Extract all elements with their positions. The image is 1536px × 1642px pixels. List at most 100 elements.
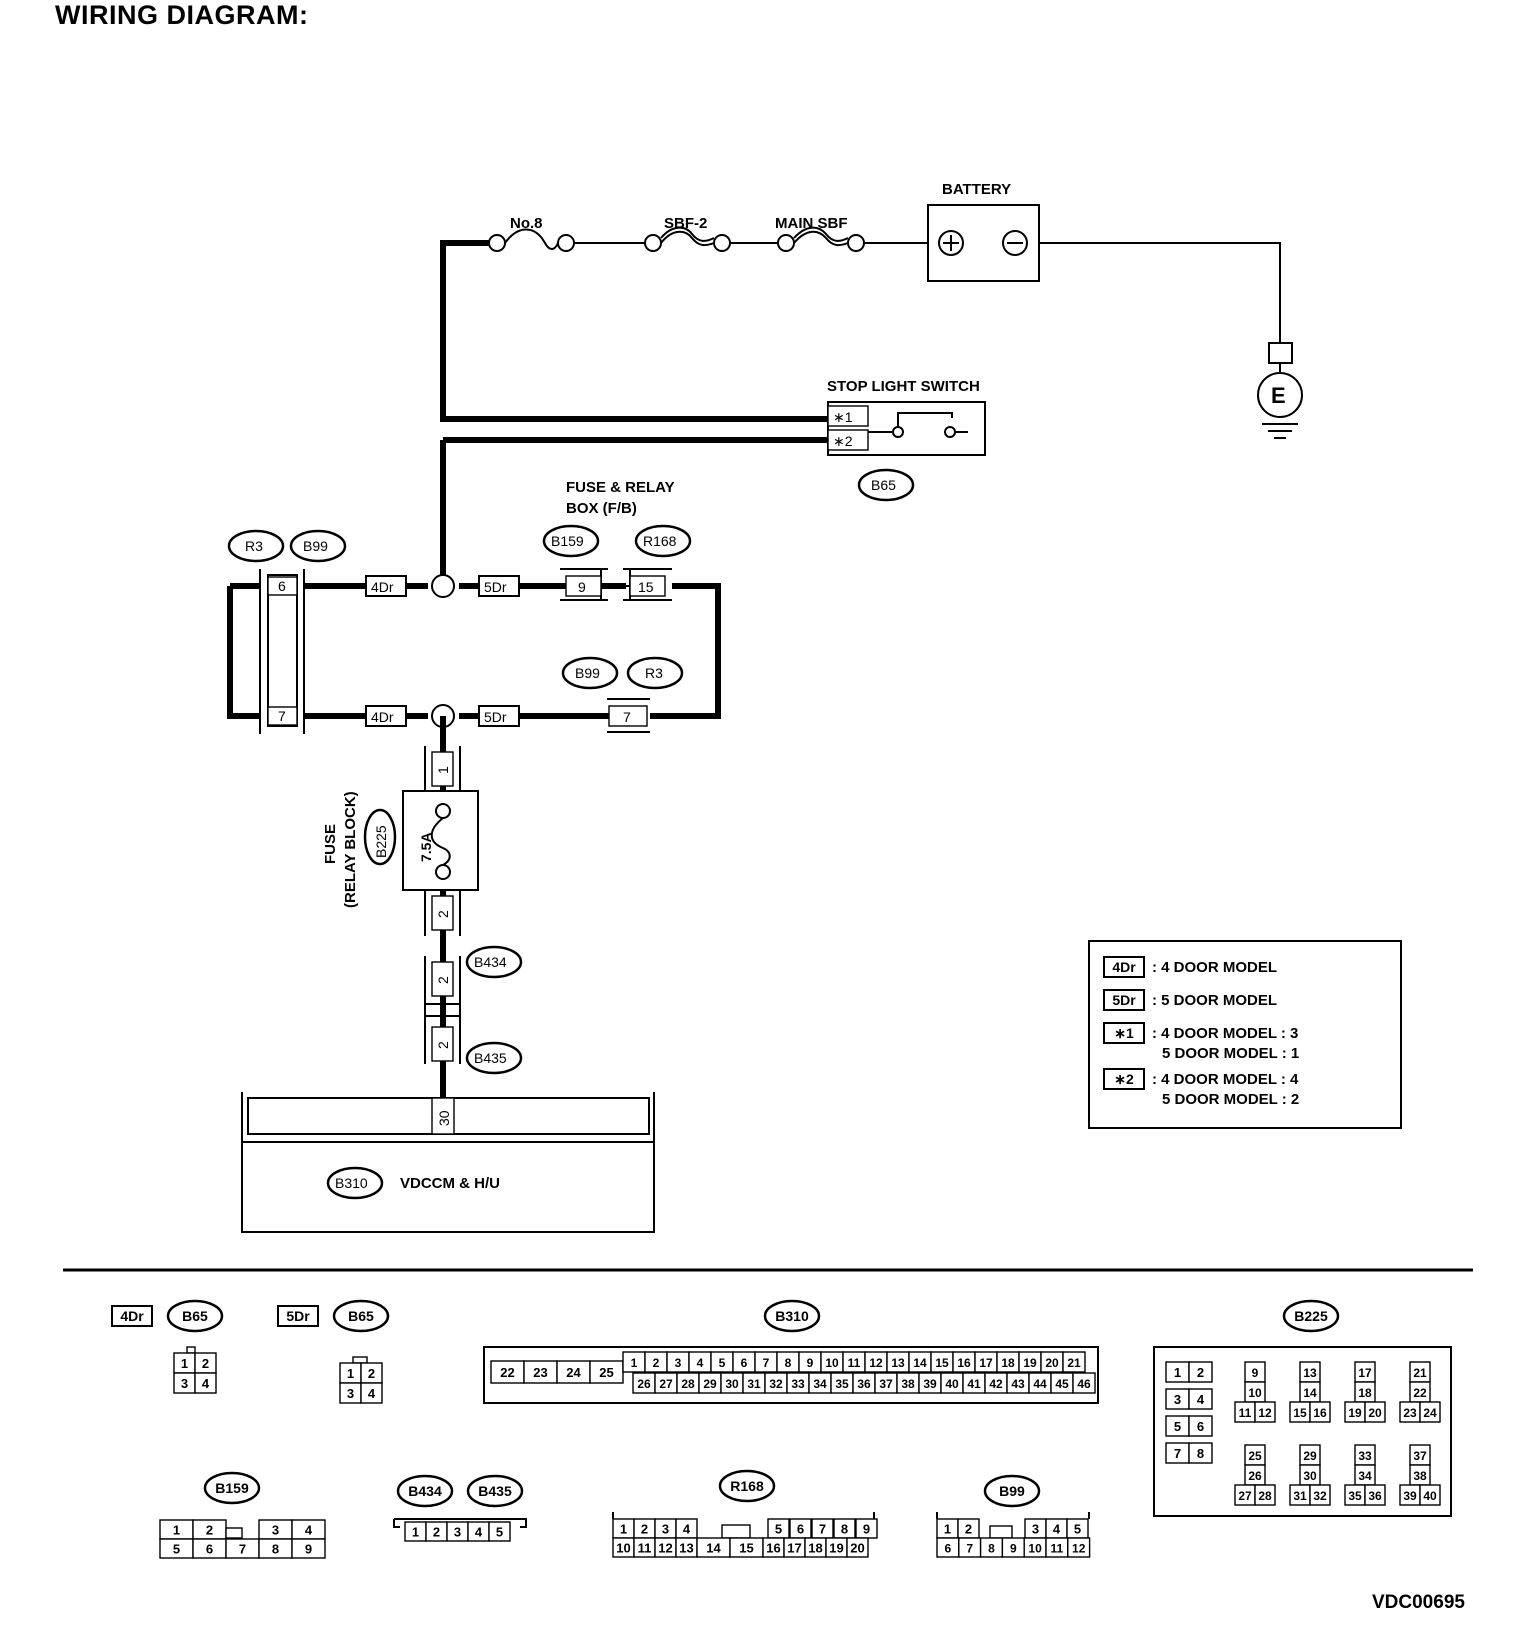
view-b225-pin-13: 13 xyxy=(1303,1366,1317,1380)
connector-b310-oval: B310 xyxy=(335,1175,368,1191)
view-b225-pin-3: 3 xyxy=(1174,1392,1181,1407)
view-b310-pin-5: 5 xyxy=(719,1356,726,1370)
view-b434-pin-4: 4 xyxy=(475,1525,483,1540)
view-b225-pin-38: 38 xyxy=(1413,1469,1427,1483)
view-b225-pin-5: 5 xyxy=(1174,1419,1181,1434)
view-b65-5dr-tag: 5Dr xyxy=(286,1308,310,1324)
view-b159-pin-6: 6 xyxy=(206,1542,213,1557)
pin-r3-7: 7 xyxy=(278,708,286,724)
view-b310-pin-7: 7 xyxy=(763,1356,770,1370)
view-b159-pin-9-cell xyxy=(291,1538,326,1559)
view-b310-pin-18: 18 xyxy=(1001,1356,1015,1370)
view-b99-pin-3: 3 xyxy=(1032,1522,1039,1537)
legend-tag-3: ∗2 xyxy=(1114,1071,1134,1087)
tag-4dr-bottom: 4Dr xyxy=(365,705,407,727)
connector-b65-oval: B65 xyxy=(857,468,915,502)
view-b225-pin-34: 34 xyxy=(1358,1469,1372,1483)
svg-text:5Dr: 5Dr xyxy=(484,579,507,595)
view-r168-pin-19: 19 xyxy=(829,1541,843,1556)
view-b310-pin-8: 8 xyxy=(785,1356,792,1370)
view-r168-pin-10: 10 xyxy=(616,1541,630,1556)
view-b310-pin-11: 11 xyxy=(848,1356,861,1370)
view-b434-pin-5-cell xyxy=(488,1521,511,1542)
view-b159-pin-5: 5 xyxy=(173,1542,180,1557)
stop-light-switch: STOP LIGHT SWITCH ∗1 ∗2 xyxy=(827,378,986,456)
view-b434-pin-3: 3 xyxy=(454,1525,461,1540)
view-b99-ears xyxy=(936,1512,1090,1519)
view-b310-pin-29: 29 xyxy=(703,1377,717,1391)
connector-b225-oval: B225 xyxy=(373,825,389,858)
sbf2-label: SBF-2 xyxy=(664,215,707,232)
view-b310-pin-26: 26 xyxy=(637,1377,651,1391)
view-b225-pin-35: 35 xyxy=(1348,1489,1362,1503)
connector-b99-oval-2: B99 xyxy=(561,656,619,690)
view-b65-4dr-oval xyxy=(166,1299,224,1333)
view-b225-pin-29: 29 xyxy=(1303,1449,1317,1463)
view-b99-oval xyxy=(983,1474,1041,1508)
vdccm-hu-unit: 30 B310 VDCCM & H/U xyxy=(241,1092,655,1233)
pin-star2: ∗2 xyxy=(833,433,853,449)
view-r168-pin-3: 3 xyxy=(662,1522,669,1537)
legend-text-1: : 5 DOOR MODEL xyxy=(1152,992,1277,1009)
view-b310-pin-20: 20 xyxy=(1045,1356,1059,1370)
view-b310-pin-1: 1 xyxy=(631,1356,638,1370)
view-b225-pin-28: 28 xyxy=(1258,1489,1272,1503)
view-b310-pin-24: 24 xyxy=(566,1365,581,1380)
view-b159-pin-4: 4 xyxy=(305,1523,313,1538)
view-b310-pin-40: 40 xyxy=(945,1377,959,1391)
view-b225-pin-40: 40 xyxy=(1423,1489,1437,1503)
view-b310-pin-30: 30 xyxy=(725,1377,739,1391)
view-b65-4dr-pin-4: 4 xyxy=(202,1376,210,1391)
view-b65-5dr-pin-4-cell xyxy=(360,1382,383,1404)
connector-r168-oval: R168 xyxy=(634,524,692,558)
view-b310-pin-46: 46 xyxy=(1077,1377,1091,1391)
view-b225-pin-37: 37 xyxy=(1413,1449,1427,1463)
view-b225-pin-11: 11 xyxy=(1239,1406,1252,1420)
view-b99-pin-1: 1 xyxy=(944,1522,951,1537)
connector-b434-oval: B434 xyxy=(474,954,507,970)
view-b225-pin-23: 23 xyxy=(1403,1406,1417,1420)
view-b225-pin-8-cell xyxy=(1188,1442,1213,1464)
main-sbf-label: MAIN SBF xyxy=(775,215,848,232)
connector-r3-b99: 6 7 xyxy=(259,569,305,734)
view-b225-pin-8: 8 xyxy=(1197,1446,1204,1461)
tag-5dr-top: 5Dr xyxy=(478,575,520,597)
view-b435-label: B435 xyxy=(478,1483,512,1499)
view-b225-pin-1: 1 xyxy=(1174,1365,1181,1380)
view-b310-label: B310 xyxy=(775,1308,809,1324)
view-b310-pin-27: 27 xyxy=(659,1377,673,1391)
view-b310-pin-41: 41 xyxy=(967,1377,981,1391)
legend-text-0: : 4 DOOR MODEL xyxy=(1152,959,1277,976)
main-sbf-fusible-link: MAIN SBF xyxy=(775,215,865,252)
view-b225-oval xyxy=(1282,1299,1340,1333)
diagram-code: VDC00695 xyxy=(1372,1592,1465,1613)
view-b310-pin-28: 28 xyxy=(681,1377,695,1391)
view-b65-4dr-label: B65 xyxy=(182,1308,208,1324)
ground-label: E xyxy=(1271,383,1286,408)
pin-r3-6: 6 xyxy=(278,578,286,594)
svg-text:B159: B159 xyxy=(551,533,584,549)
pin-b225-1: 1 xyxy=(435,766,451,774)
pin-star1: ∗1 xyxy=(833,409,853,425)
view-b310-pin-4: 4 xyxy=(697,1356,704,1370)
view-r168-pin-6: 6 xyxy=(797,1522,804,1537)
view-b225-pin-12: 12 xyxy=(1258,1406,1272,1420)
pin-r168-15: 15 xyxy=(638,579,654,595)
fuse-relay-block: FUSE (RELAY BLOCK) B225 1 7.5A 2 xyxy=(322,746,479,936)
view-r168-pin-9: 9 xyxy=(863,1522,870,1537)
view-b310-oval xyxy=(763,1299,821,1333)
view-b435-oval xyxy=(466,1474,524,1508)
view-b225-label: B225 xyxy=(1294,1308,1328,1324)
view-b225-pin-16: 16 xyxy=(1313,1406,1327,1420)
view-b99-pin-12: 12 xyxy=(1072,1542,1086,1556)
connector-b435-oval: B435 xyxy=(474,1050,507,1066)
pin-b159-9: 9 xyxy=(578,579,586,595)
legend-tag-box-2 xyxy=(1103,1022,1145,1044)
view-b310-pin-6: 6 xyxy=(741,1356,748,1370)
connector-r3-oval: R3 xyxy=(227,529,285,563)
view-b225-pin-24: 24 xyxy=(1423,1406,1437,1420)
view-b225-pin-39: 39 xyxy=(1403,1489,1417,1503)
view-b99-pin-2: 2 xyxy=(965,1522,972,1537)
view-b65-5dr-tag-box xyxy=(277,1305,319,1327)
